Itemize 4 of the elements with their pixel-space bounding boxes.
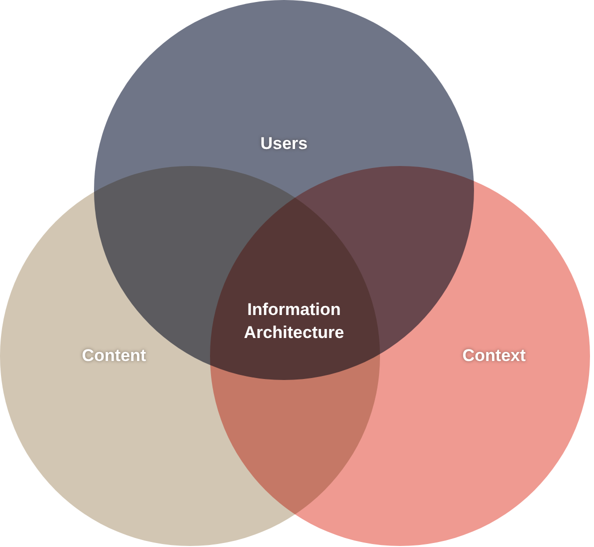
overlap-label: Information Architecture: [242, 299, 346, 344]
circle-label: Users: [260, 134, 308, 154]
circle-label: Context: [462, 346, 526, 366]
circle-label: Content: [82, 346, 146, 366]
